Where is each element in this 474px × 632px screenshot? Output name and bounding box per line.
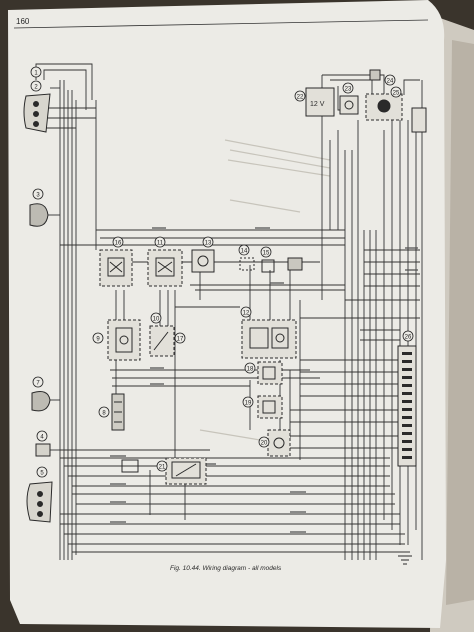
callout-17-label: 17	[177, 337, 184, 343]
callout-7-label: 7	[36, 381, 40, 387]
callout-20: 20	[258, 436, 270, 448]
callout-24: 24	[384, 74, 396, 86]
callout-7: 7	[32, 376, 44, 388]
callout-2: 2	[30, 80, 42, 92]
multiplug-pins	[402, 352, 412, 459]
callout-10-label: 10	[153, 317, 160, 323]
adjacent-page-shadow	[446, 40, 474, 605]
callout-17: 17	[174, 332, 186, 344]
callout-5-label: 5	[40, 471, 44, 477]
callout-23-label: 23	[345, 87, 352, 93]
component-10-switch	[149, 325, 175, 357]
callout-19: 19	[242, 396, 254, 408]
callout-8: 8	[98, 406, 110, 418]
component-1-headlamp-connector	[23, 93, 51, 133]
component-18-relay	[257, 361, 283, 385]
callout-9-label: 9	[96, 337, 100, 343]
component-8-unit	[111, 393, 125, 431]
component-19-switch	[287, 257, 303, 271]
component-20-unit	[267, 429, 291, 457]
component-top-right-switch	[411, 107, 427, 133]
callout-1-label: 1	[34, 71, 38, 77]
callout-20-label: 20	[261, 441, 268, 447]
callout-3: 3	[32, 188, 44, 200]
callout-14-label: 14	[241, 249, 248, 255]
component-13-unit	[191, 249, 215, 273]
callout-4-label: 4	[40, 435, 44, 441]
component-7-lamp	[31, 391, 51, 412]
callout-22: 22	[294, 90, 306, 102]
callout-12-label: 12	[243, 311, 250, 317]
component-24-fuse	[369, 69, 381, 81]
component-16-relay	[99, 249, 133, 287]
component-12-control-unit	[241, 319, 297, 359]
callout-11: 11	[154, 236, 166, 248]
callout-26-label: 26	[405, 335, 412, 341]
component-5-tail-connector	[26, 481, 53, 523]
callout-26: 26	[402, 330, 414, 342]
callout-25: 25	[390, 86, 402, 98]
earth-symbol	[398, 555, 412, 565]
component-4-switch	[35, 443, 51, 457]
callout-8-label: 8	[102, 411, 106, 417]
component-15-switch	[261, 259, 275, 273]
header-rule	[13, 19, 429, 29]
callout-1: 1	[30, 66, 42, 78]
callout-13-label: 13	[205, 241, 212, 247]
callout-22-label: 22	[297, 95, 304, 101]
wire-color-labels	[110, 227, 418, 533]
component-14-switch	[239, 257, 255, 271]
callout-21-label: 21	[159, 465, 166, 471]
callout-15: 15	[260, 246, 272, 258]
component-3-lamp	[29, 203, 49, 227]
callout-16-label: 16	[115, 241, 122, 247]
component-11-relay	[147, 249, 183, 287]
component-21-combination-switch	[165, 457, 207, 485]
callout-3-label: 3	[36, 193, 40, 199]
callout-15-label: 15	[263, 251, 270, 257]
callout-5: 5	[36, 466, 48, 478]
component-19-relay-lower	[257, 395, 283, 419]
callout-18: 18	[244, 362, 256, 374]
callout-10: 10	[150, 312, 162, 324]
callouts: 1 2 3 4 5 7 8 9	[30, 66, 414, 478]
component-25-ignition-switch	[365, 93, 403, 121]
component-17-switch	[121, 459, 139, 473]
bleed-through-text	[199, 139, 331, 441]
callout-21: 21	[156, 460, 168, 472]
callout-12: 12	[240, 306, 252, 318]
figure-caption: Fig. 10.44. Wiring diagram - all models	[170, 565, 282, 572]
component-22-marking: 12 V	[310, 101, 325, 108]
callout-19-label: 19	[245, 401, 252, 407]
callout-13: 13	[202, 236, 214, 248]
callout-25-label: 25	[393, 91, 400, 97]
callout-23: 23	[342, 82, 354, 94]
page-number: 160	[16, 17, 30, 26]
paper-sheet	[8, 0, 446, 628]
callout-24-label: 24	[387, 79, 394, 85]
callout-16: 16	[112, 236, 124, 248]
component-23-sensor	[339, 95, 359, 115]
component-9-control-box	[107, 319, 141, 361]
callout-9: 9	[92, 332, 104, 344]
callout-11-label: 11	[157, 241, 164, 247]
callout-14: 14	[238, 244, 250, 256]
callout-2-label: 2	[34, 85, 38, 91]
callout-18-label: 18	[247, 367, 254, 373]
component-22-relay: 12 V	[305, 87, 335, 117]
callout-4: 4	[36, 430, 48, 442]
